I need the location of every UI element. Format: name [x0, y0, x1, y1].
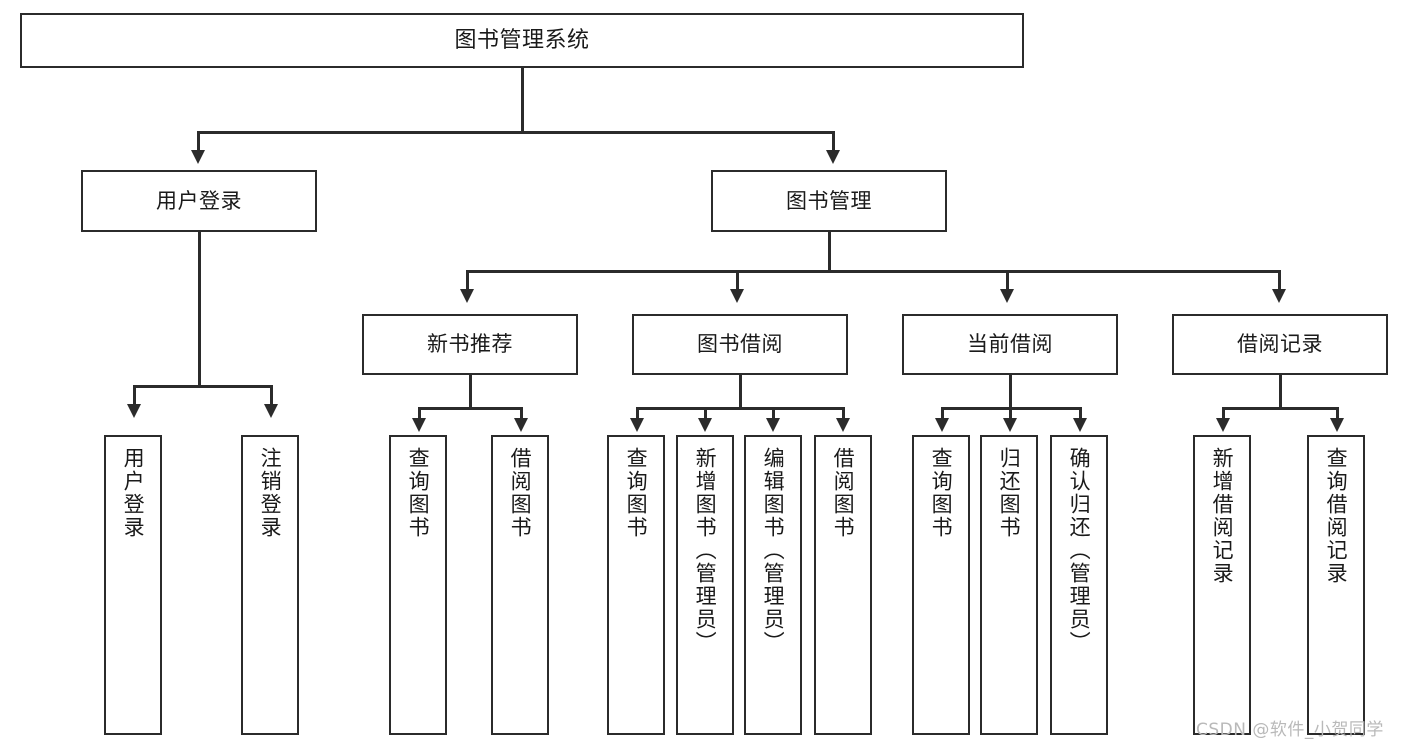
node-label: 借阅记录	[1237, 332, 1323, 357]
arrow-to-borrow-record	[1272, 289, 1286, 303]
node-label: 当前借阅	[967, 332, 1053, 357]
arrow-to-bb-leaf-4	[836, 418, 850, 432]
leaf-br-query-record[interactable]: 查询借阅记录	[1307, 435, 1365, 735]
arrow-to-nb-leaf-2	[514, 418, 528, 432]
connector-level2-drop-2	[832, 131, 835, 151]
connector-br-drop-2	[1336, 407, 1339, 419]
leaf-logout[interactable]: 注销登录	[241, 435, 299, 735]
leaf-bb-borrow-book[interactable]: 借阅图书	[814, 435, 872, 735]
arrow-to-br-leaf-1	[1216, 418, 1230, 432]
arrow-to-logout-leaf	[264, 404, 278, 418]
connector-new-book-stem	[469, 375, 472, 408]
node-current-borrow[interactable]: 当前借阅	[902, 314, 1118, 375]
node-new-book-recommend[interactable]: 新书推荐	[362, 314, 578, 375]
node-user-login[interactable]: 用户登录	[81, 170, 317, 232]
node-label: 查询图书	[406, 447, 431, 539]
arrow-to-nb-leaf-1	[412, 418, 426, 432]
arrow-to-bb-leaf-2	[698, 418, 712, 432]
connector-new-book-drop-2	[520, 407, 523, 419]
connector-new-book-bus	[418, 407, 522, 410]
connector-level2-drop-1	[197, 131, 200, 151]
leaf-bb-edit-book[interactable]: 编辑图书（管理员）	[744, 435, 802, 735]
node-label: 新增图书（管理员）	[693, 447, 718, 654]
connector-user-leaf-drop-2	[270, 385, 273, 405]
connector-level3-drop-3	[1006, 270, 1009, 290]
node-label: 借阅图书	[508, 447, 533, 539]
connector-cb-drop-2	[1009, 407, 1012, 419]
connector-cb-drop-1	[941, 407, 944, 419]
node-label: 注销登录	[258, 447, 283, 539]
arrow-to-cb-leaf-3	[1073, 418, 1087, 432]
leaf-br-add-record[interactable]: 新增借阅记录	[1193, 435, 1251, 735]
node-label: 图书管理	[786, 188, 872, 213]
connector-bb-drop-3	[772, 407, 775, 419]
node-book-manage[interactable]: 图书管理	[711, 170, 947, 232]
connector-br-drop-1	[1222, 407, 1225, 419]
leaf-user-login[interactable]: 用户登录	[104, 435, 162, 735]
connector-borrow-record-stem	[1279, 375, 1282, 408]
node-book-borrow[interactable]: 图书借阅	[632, 314, 848, 375]
node-label: 查询图书	[624, 447, 649, 539]
node-label: 借阅图书	[831, 447, 856, 539]
connector-user-leaf-drop-1	[133, 385, 136, 405]
connector-level3-bus	[466, 270, 1280, 273]
connector-bb-drop-4	[842, 407, 845, 419]
arrow-to-current-borrow	[1000, 289, 1014, 303]
connector-current-borrow-stem	[1009, 375, 1012, 408]
node-root-system[interactable]: 图书管理系统	[20, 13, 1024, 68]
leaf-nb-query-book[interactable]: 查询图书	[389, 435, 447, 735]
node-label: 新增借阅记录	[1210, 447, 1235, 585]
node-borrow-record[interactable]: 借阅记录	[1172, 314, 1388, 375]
node-label: 确认归还（管理员）	[1067, 447, 1092, 654]
arrow-to-user-login-leaf	[127, 404, 141, 418]
connector-borrow-record-bus	[1222, 407, 1338, 410]
arrow-to-cb-leaf-1	[935, 418, 949, 432]
connector-level3-drop-1	[466, 270, 469, 290]
node-label: 编辑图书（管理员）	[761, 447, 786, 654]
connector-bb-drop-2	[704, 407, 707, 419]
node-label: 图书借阅	[697, 332, 783, 357]
connector-book-manage-stem	[828, 232, 831, 271]
connector-bb-drop-1	[636, 407, 639, 419]
arrow-to-br-leaf-2	[1330, 418, 1344, 432]
node-label: 用户登录	[121, 447, 146, 539]
arrow-to-cb-leaf-2	[1003, 418, 1017, 432]
leaf-bb-add-book[interactable]: 新增图书（管理员）	[676, 435, 734, 735]
leaf-cb-confirm-return[interactable]: 确认归还（管理员）	[1050, 435, 1108, 735]
connector-level3-drop-4	[1278, 270, 1281, 290]
node-label: 图书管理系统	[454, 27, 590, 53]
node-label: 归还图书	[997, 447, 1022, 539]
leaf-cb-return-book[interactable]: 归还图书	[980, 435, 1038, 735]
connector-new-book-drop-1	[418, 407, 421, 419]
node-label: 查询借阅记录	[1324, 447, 1349, 585]
node-label: 用户登录	[156, 188, 242, 213]
connector-book-borrow-bus	[636, 407, 844, 410]
leaf-cb-query-book[interactable]: 查询图书	[912, 435, 970, 735]
node-label: 查询图书	[929, 447, 954, 539]
arrow-to-user-login	[191, 150, 205, 164]
arrow-to-bb-leaf-3	[766, 418, 780, 432]
connector-book-borrow-stem	[739, 375, 742, 408]
node-label: 新书推荐	[427, 332, 513, 357]
connector-user-login-bus	[133, 385, 272, 388]
leaf-bb-query-book[interactable]: 查询图书	[607, 435, 665, 735]
arrow-to-book-manage	[826, 150, 840, 164]
connector-level2-bus	[197, 131, 834, 134]
connector-root-stem	[521, 68, 524, 132]
connector-user-login-stem	[198, 232, 201, 386]
arrow-to-book-borrow	[730, 289, 744, 303]
arrow-to-new-book	[460, 289, 474, 303]
connector-level3-drop-2	[736, 270, 739, 290]
arrow-to-bb-leaf-1	[630, 418, 644, 432]
connector-cb-drop-3	[1079, 407, 1082, 419]
leaf-nb-borrow-book[interactable]: 借阅图书	[491, 435, 549, 735]
